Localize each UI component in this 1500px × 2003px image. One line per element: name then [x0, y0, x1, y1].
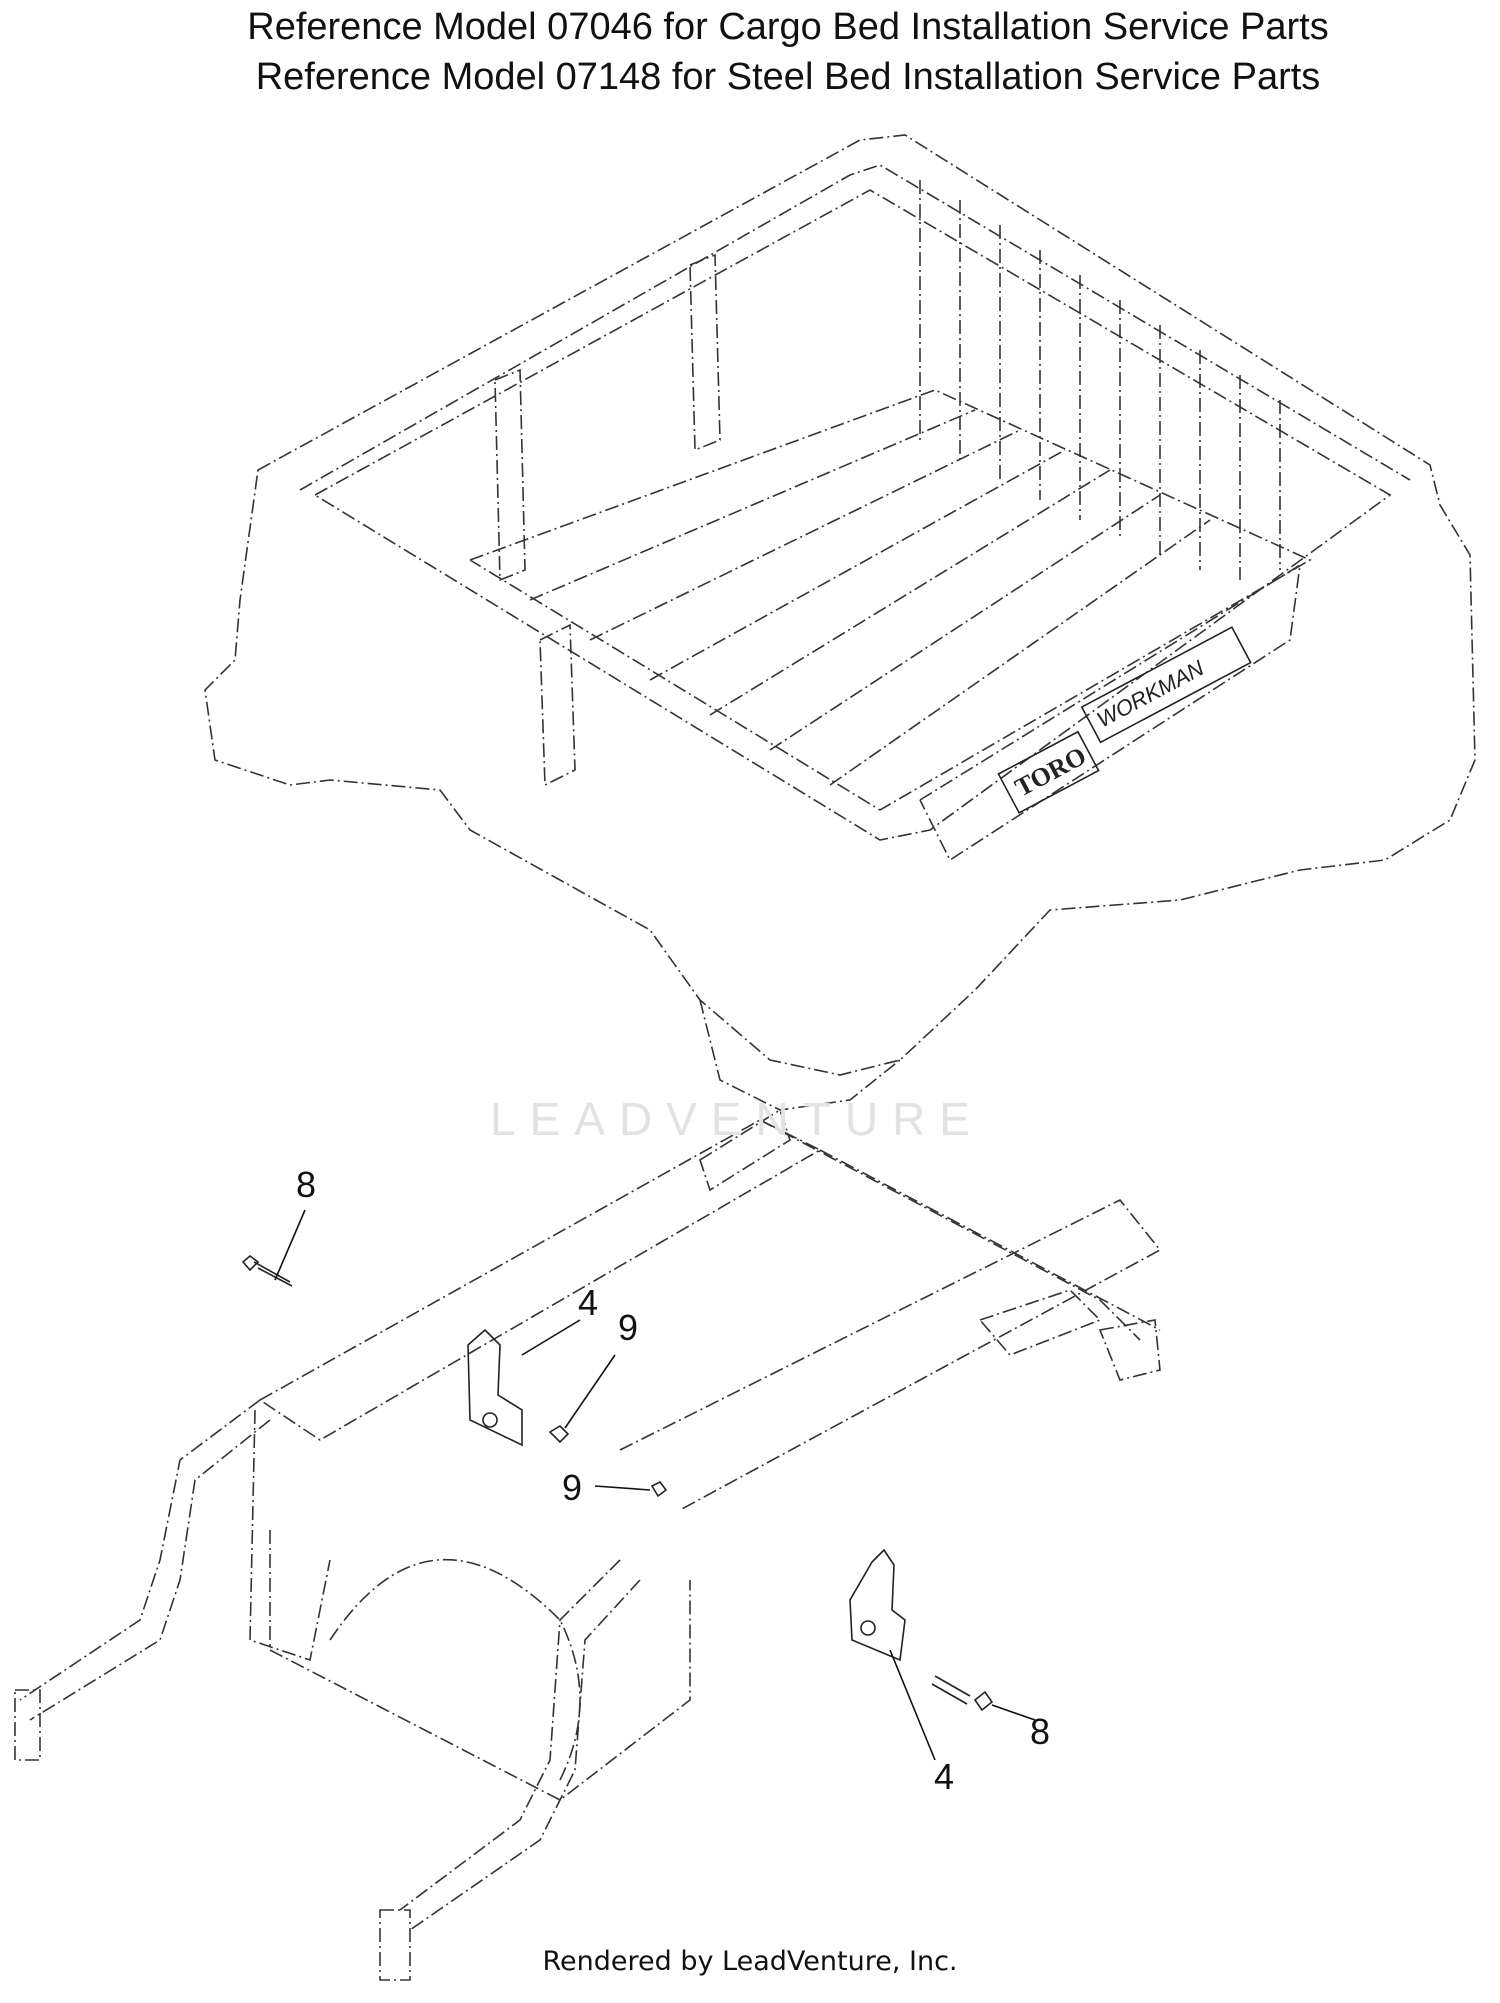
toro-logo-text: TORO	[1010, 741, 1091, 802]
nut-lower	[650, 1480, 668, 1498]
callout-9-upper: 9	[618, 1307, 639, 1348]
diagram-title-line-1: Reference Model 07046 for Cargo Bed Inst…	[247, 6, 1329, 48]
callout-4-lower: 4	[934, 1756, 955, 1797]
callout-8-upper: 8	[296, 1164, 317, 1205]
callout-9-lower: 9	[562, 1467, 583, 1508]
callout-8-lower: 8	[1030, 1711, 1051, 1752]
bracket-lower	[849, 1548, 906, 1662]
bed-logo-plates: TORO WORKMAN	[997, 626, 1252, 814]
bracket-upper	[467, 1328, 523, 1447]
bolt-upper-left	[241, 1254, 293, 1287]
watermark: LEADVENTURE	[490, 1093, 984, 1145]
cargo-bed-outline	[204, 134, 1476, 1111]
chassis-frame-outline	[14, 1108, 1162, 1981]
workman-logo-plate	[1080, 626, 1252, 744]
footer-credit: Rendered by LeadVenture, Inc.	[542, 1946, 958, 1977]
nut-upper	[548, 1424, 570, 1444]
callout-leader-lines	[274, 1209, 1036, 1761]
toro-logo-plate	[997, 730, 1100, 814]
diagram-title-line-2: Reference Model 07148 for Steel Bed Inst…	[255, 56, 1321, 98]
callout-4-upper: 4	[578, 1282, 599, 1323]
bolt-lower-right	[931, 1675, 994, 1712]
